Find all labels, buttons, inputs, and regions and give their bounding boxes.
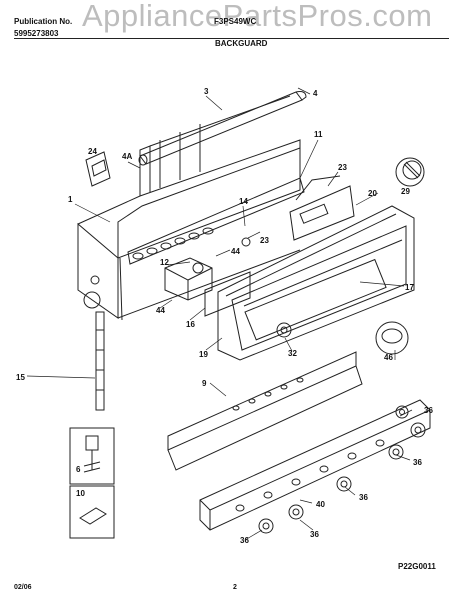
svg-text:4A: 4A xyxy=(122,152,132,161)
svg-text:29: 29 xyxy=(401,187,410,196)
valve-knobs xyxy=(258,405,426,534)
page-number: 2 xyxy=(233,584,237,591)
svg-text:36: 36 xyxy=(359,493,368,502)
svg-text:1: 1 xyxy=(68,195,73,204)
publication-number: 5995273803 xyxy=(14,29,59,38)
svg-text:23: 23 xyxy=(338,163,347,172)
svg-text:36: 36 xyxy=(424,406,433,415)
svg-text:46: 46 xyxy=(384,353,393,362)
svg-text:14: 14 xyxy=(239,197,248,206)
watermark: AppliancePartsPros.com xyxy=(82,0,433,33)
svg-text:36: 36 xyxy=(240,536,249,545)
svg-text:12: 12 xyxy=(160,258,169,267)
svg-text:44: 44 xyxy=(231,247,240,256)
bezel-holes xyxy=(127,177,305,265)
svg-text:3: 3 xyxy=(204,87,209,96)
manifold-bar xyxy=(199,399,431,531)
section-title: BACKGUARD xyxy=(215,39,268,48)
svg-text:9: 9 xyxy=(202,379,207,388)
svg-text:16: 16 xyxy=(186,320,195,329)
callout-numbers: 3 4 4A 1 11 23 20 23 14 44 12 44 16 17 1… xyxy=(16,87,433,545)
footer-date: 02/06 xyxy=(14,584,32,591)
mounting-panel xyxy=(167,351,363,471)
rocker-switch xyxy=(85,151,111,187)
svg-text:23: 23 xyxy=(260,236,269,245)
svg-text:6: 6 xyxy=(76,465,81,474)
model-number: F3PS49WC xyxy=(214,17,257,26)
tube-part xyxy=(138,91,307,166)
svg-text:36: 36 xyxy=(310,530,319,539)
svg-text:15: 15 xyxy=(16,373,25,382)
svg-text:19: 19 xyxy=(199,350,208,359)
svg-text:32: 32 xyxy=(288,349,297,358)
knob-46 xyxy=(375,321,409,355)
control-panel xyxy=(217,205,415,361)
knob-32 xyxy=(276,322,292,338)
svg-text:17: 17 xyxy=(405,283,414,292)
figure-id: P22G0011 xyxy=(398,562,436,571)
svg-text:36: 36 xyxy=(413,458,422,467)
svg-text:40: 40 xyxy=(316,500,325,509)
svg-text:44: 44 xyxy=(156,306,165,315)
svg-text:11: 11 xyxy=(314,130,323,139)
leader-lines xyxy=(26,87,413,541)
publication-label: Publication No. xyxy=(14,17,73,26)
svg-text:4: 4 xyxy=(313,89,318,98)
knob-29 xyxy=(395,157,425,187)
backguard-frame xyxy=(77,95,301,321)
wiring-strip xyxy=(95,311,105,411)
svg-text:20: 20 xyxy=(368,189,377,198)
inset-box-6 xyxy=(69,427,115,485)
header-rule xyxy=(14,38,449,39)
clock-display xyxy=(241,175,355,247)
svg-text:24: 24 xyxy=(88,147,97,156)
switch-module xyxy=(164,257,251,317)
inset-box-10 xyxy=(69,485,115,539)
svg-text:10: 10 xyxy=(76,489,85,498)
